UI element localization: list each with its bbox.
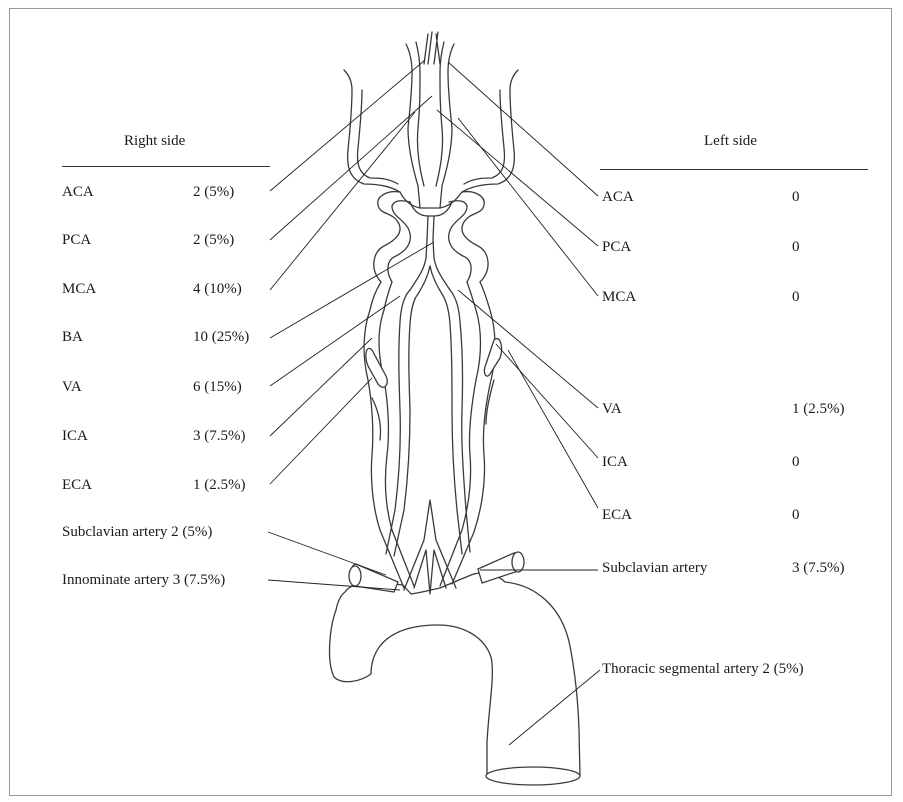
right-subclavian-label: Subclavian artery 2 (5%) xyxy=(62,523,212,541)
basilar-artery xyxy=(404,240,456,594)
left-row-mca-name: MCA xyxy=(602,288,636,306)
left-subclavian-name: Subclavian artery xyxy=(602,559,707,577)
thoracic-segmental-label: Thoracic segmental artery 2 (5%) xyxy=(602,660,804,678)
right-row-ba-value: 10 (25%) xyxy=(193,328,249,346)
right-row-va-name: VA xyxy=(62,378,82,396)
left-row-aca-value: 0 xyxy=(792,188,800,206)
right-row-va-value: 6 (15%) xyxy=(193,378,242,396)
left-side-heading: Left side xyxy=(704,132,757,150)
right-row-aca-name: ACA xyxy=(62,183,94,201)
right-row-mca-value: 4 (10%) xyxy=(193,280,242,298)
left-row-pca-name: PCA xyxy=(602,238,631,256)
right-innominate-label: Innominate artery 3 (7.5%) xyxy=(62,571,225,589)
right-row-aca-value: 2 (5%) xyxy=(193,183,234,201)
left-row-pca-value: 0 xyxy=(792,238,800,256)
left-row-eca-value: 0 xyxy=(792,506,800,524)
left-row-ica-name: ICA xyxy=(602,453,628,471)
right-heading-rule xyxy=(62,166,270,167)
right-side-heading: Right side xyxy=(124,132,185,150)
right-row-mca-name: MCA xyxy=(62,280,96,298)
right-row-eca-value: 1 (2.5%) xyxy=(193,476,246,494)
right-row-ica-name: ICA xyxy=(62,427,88,445)
right-row-eca-name: ECA xyxy=(62,476,92,494)
circle-of-willis xyxy=(344,32,518,240)
right-row-pca-value: 2 (5%) xyxy=(193,231,234,249)
left-row-ica-value: 0 xyxy=(792,453,800,471)
right-row-ba-name: BA xyxy=(62,328,83,346)
aortic-arch xyxy=(330,573,580,785)
left-heading-rule xyxy=(600,169,868,170)
left-row-mca-value: 0 xyxy=(792,288,800,306)
left-row-va-value: 1 (2.5%) xyxy=(792,400,845,418)
left-row-aca-name: ACA xyxy=(602,188,634,206)
carotid-vessels xyxy=(364,192,502,588)
left-row-va-name: VA xyxy=(602,400,622,418)
left-subclavian-value: 3 (7.5%) xyxy=(792,559,845,577)
right-row-ica-value: 3 (7.5%) xyxy=(193,427,246,445)
right-row-pca-name: PCA xyxy=(62,231,91,249)
aorta-cut-end xyxy=(486,767,580,785)
left-row-eca-name: ECA xyxy=(602,506,632,524)
